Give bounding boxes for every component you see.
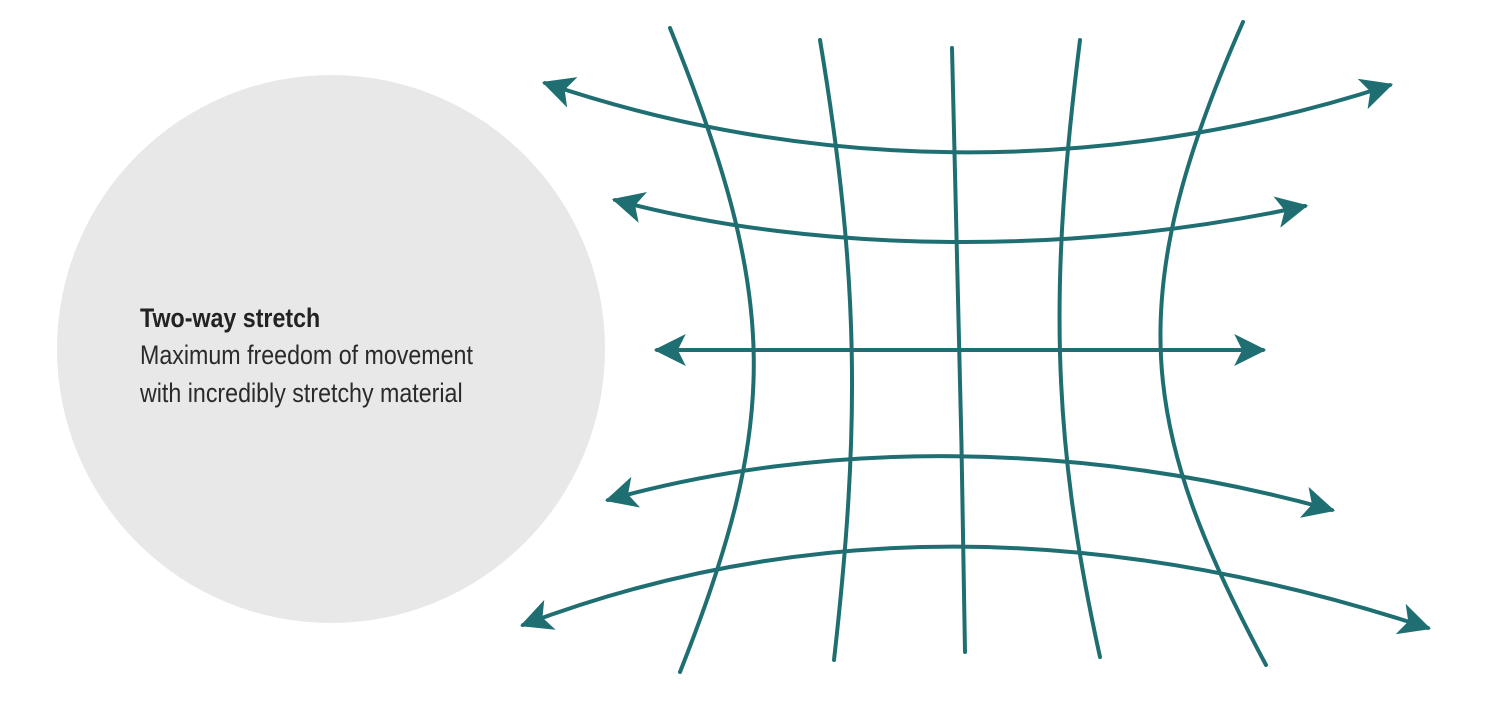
double-arrow-icon — [520, 544, 1432, 635]
double-arrow-icon — [541, 77, 1394, 155]
feature-description-line-1: Maximum freedom of movement — [140, 340, 473, 370]
feature-caption: Two-way stretch Maximum freedom of movem… — [140, 300, 580, 412]
background-circle — [57, 75, 605, 623]
double-arrow-icon — [604, 454, 1336, 518]
vertical-thread-5 — [1158, 20, 1268, 667]
feature-description-line-2: with incredibly stretchy material — [140, 378, 463, 408]
double-arrow-icon — [611, 191, 1309, 245]
feature-title: Two-way stretch — [140, 303, 321, 333]
